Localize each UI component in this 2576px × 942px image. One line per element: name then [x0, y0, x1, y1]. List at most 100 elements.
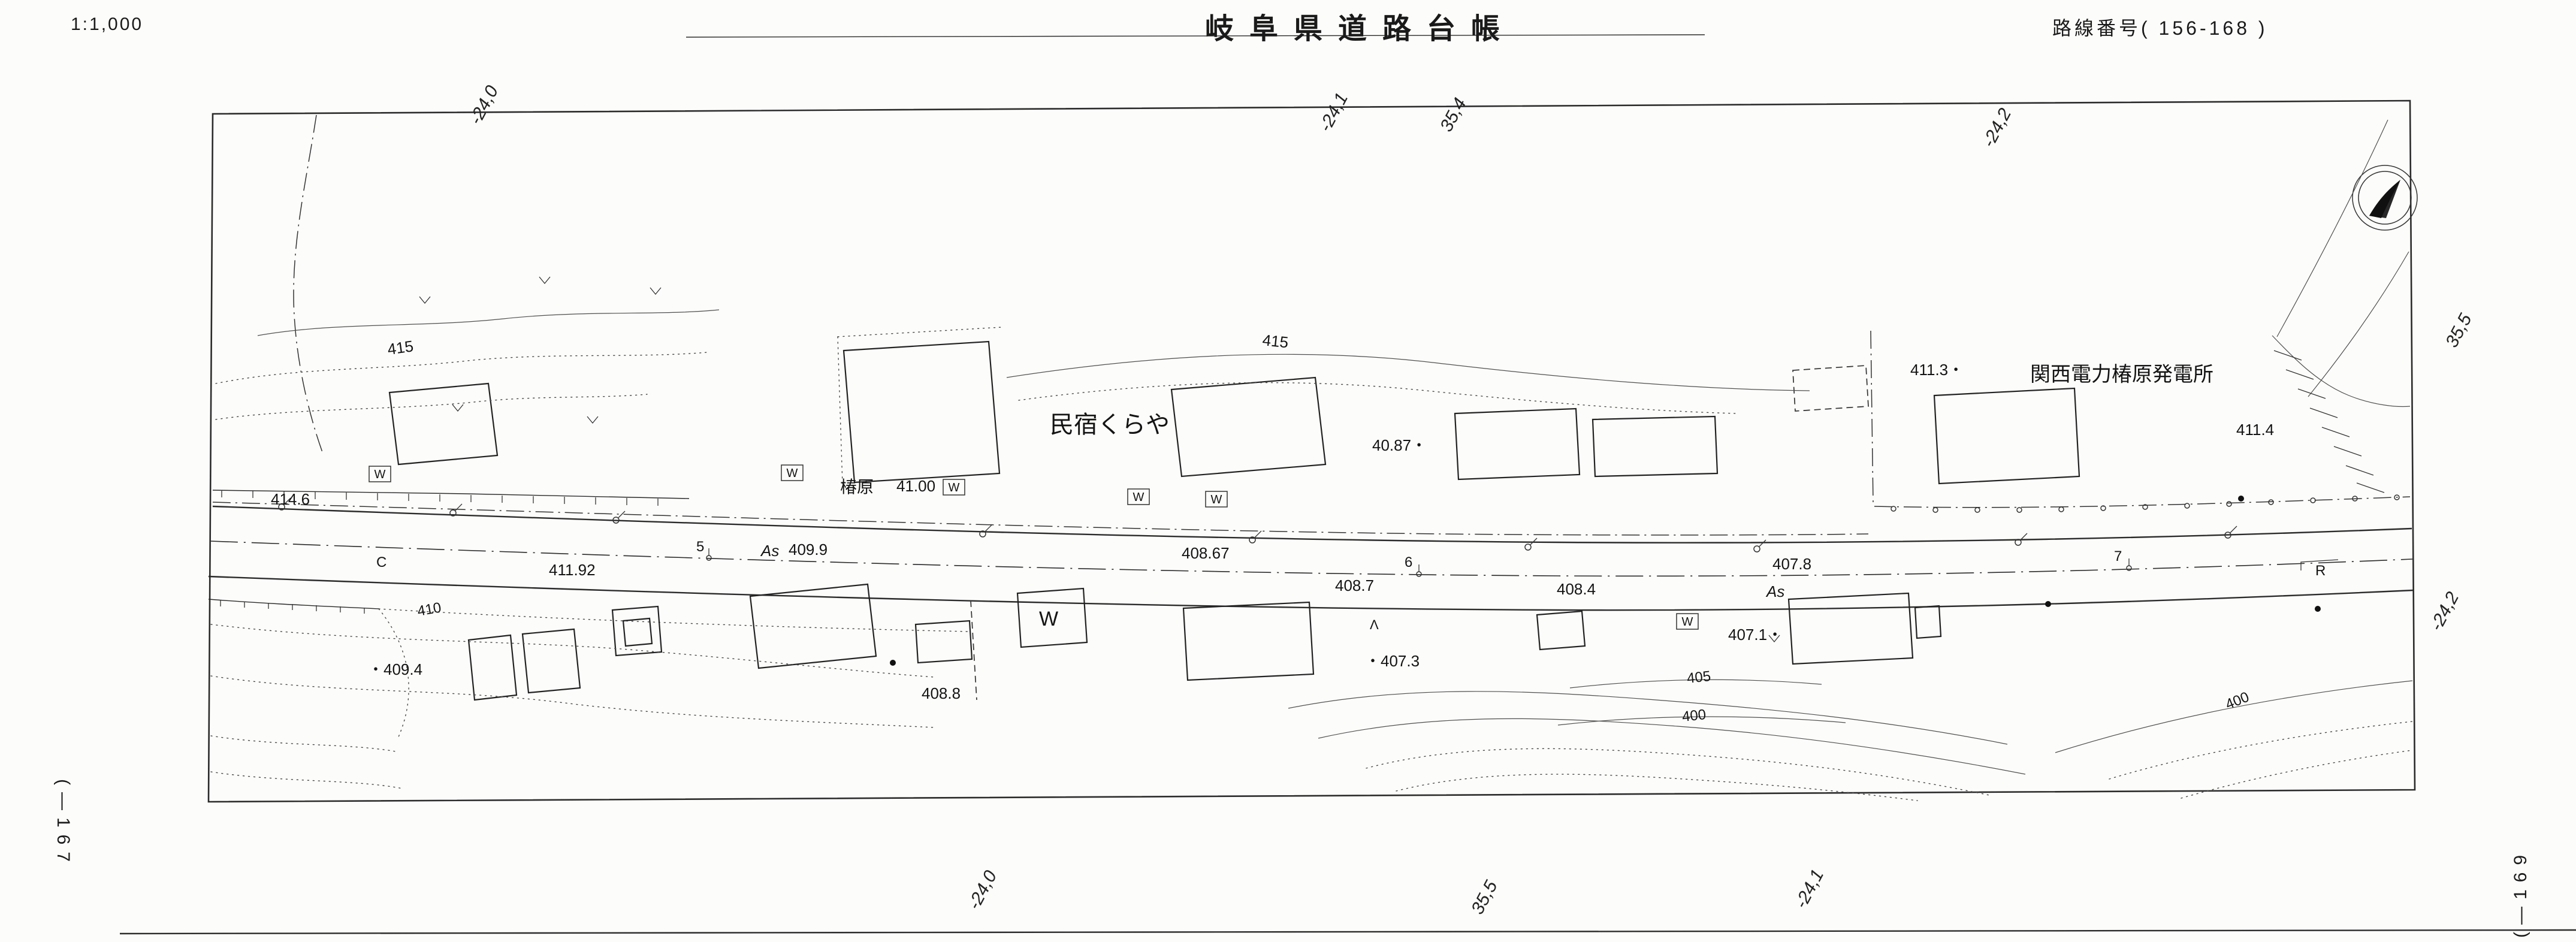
map-label: 411.3・ [1910, 361, 1964, 379]
chainage-label: -24,1 [1791, 866, 1828, 911]
lower-wall-line [208, 599, 379, 609]
building [1914, 605, 1942, 639]
building [611, 605, 663, 657]
map-label: As [760, 542, 779, 560]
map-label: 409.9 [789, 541, 828, 558]
retaining-wall-ticks [221, 490, 659, 506]
lower-wall-ticks [220, 600, 365, 614]
building [1454, 407, 1581, 481]
boundaries [293, 114, 1874, 739]
building [1787, 592, 1914, 665]
water-meter-label: W [1133, 491, 1144, 504]
map-label: R [2315, 563, 2326, 579]
building [388, 382, 499, 466]
parcel-boundary [293, 114, 324, 456]
map-label: ・407.3 [1365, 652, 1420, 670]
curve-bracket [2300, 559, 2339, 570]
adjacent-sheet-right-label: (—169 [2511, 847, 2530, 938]
chainage-label: 35,4 [1436, 95, 1470, 135]
building-dashed [1792, 365, 1869, 412]
map-label: 400 [2223, 689, 2251, 713]
map-labels: 415 415 民宿くらや 40.87・ 411.3・ 関西電力椿原発電所 411.4 椿原 4… [271, 331, 2326, 725]
road-centerline [210, 541, 2413, 577]
map-label: Λ [1370, 617, 1379, 632]
parcel-dotted [837, 327, 1002, 337]
map-label: 405 [1686, 668, 1712, 687]
building [1016, 587, 1088, 648]
road-boundary-line [212, 502, 1869, 536]
benchmark-dots [890, 496, 2321, 666]
map-label: 407.1・ [1728, 626, 1783, 644]
building [842, 340, 1001, 484]
chainage-label: 35,5 [1467, 877, 1502, 917]
fence-line [1874, 496, 2411, 508]
map-label: 41.00 [896, 477, 935, 495]
roadside-dotted-edge [378, 608, 971, 632]
road [208, 490, 2414, 666]
map-label: 40.87・ [1372, 436, 1427, 454]
chainage-label: -24,0 [466, 82, 502, 128]
chainage-label: -24,0 [964, 867, 1001, 913]
map-label: 民宿くらや [1050, 412, 1170, 438]
water-meter-symbols: W W W W W W [369, 464, 1699, 630]
map-label: 408.4 [1557, 580, 1596, 598]
map-label: 関西電力椿原発電所 [2030, 363, 2213, 386]
power-plant-boundary [1870, 330, 1874, 503]
chainage-label: -24,1 [1315, 89, 1352, 135]
map-label: W [1039, 608, 1058, 630]
map-label: 415 [1261, 331, 1289, 351]
water-meter-label: W [375, 468, 386, 481]
building [1182, 601, 1315, 681]
map-label: 410 [416, 599, 442, 620]
water-meter-label: W [787, 467, 798, 480]
map-label: 400 [1681, 707, 1707, 725]
building [622, 617, 653, 647]
parcel-dotted [378, 608, 409, 739]
utility-poles [278, 497, 2237, 552]
station-marks [706, 548, 2132, 577]
retaining-wall-line [212, 490, 690, 499]
building [1591, 415, 1719, 478]
map-label: 408.7 [1335, 576, 1374, 594]
north-arrow-icon [2352, 165, 2418, 231]
water-meter-box [943, 479, 965, 496]
map-label: 408.67 [1182, 544, 1230, 562]
map-label: 椿原 [840, 478, 874, 496]
water-meter-label: W [949, 481, 960, 494]
parcel-dotted [837, 336, 843, 485]
water-meter-box [369, 466, 391, 482]
parcel-dashed [970, 600, 977, 701]
page-title: 岐阜県道路台帳 [1204, 13, 1515, 45]
map-frame [207, 99, 2416, 803]
building-power-plant [1933, 387, 2080, 485]
water-meter-box [1127, 488, 1150, 505]
building [1536, 610, 1586, 651]
title-underline [685, 34, 1705, 38]
map-label: 415 [386, 337, 415, 358]
water-meter-box [1676, 613, 1699, 630]
map-label: ・409.4 [368, 660, 422, 678]
map-label: 408.8 [922, 684, 961, 702]
building [914, 620, 973, 664]
map-label: As [1765, 582, 1784, 600]
building [1170, 376, 1327, 478]
water-meter-label: W [1211, 493, 1222, 506]
map-label: C [376, 554, 386, 570]
building [521, 628, 581, 694]
contour-lines [210, 119, 2413, 801]
map-label: 411.92 [549, 561, 596, 579]
chainage-label: -24,2 [2426, 588, 2463, 634]
buildings [388, 340, 2080, 701]
sheet-bottom-line [119, 929, 2576, 935]
chainage-label: 35,5 [2442, 310, 2476, 351]
water-meter-box [781, 464, 804, 481]
map-label: 7 [2114, 548, 2122, 564]
map-label: 6 [1405, 554, 1412, 570]
road-top-edge [212, 505, 2412, 544]
scale-label: 1:1,000 [71, 14, 144, 34]
map-label: 407.8 [1772, 555, 1811, 573]
map-label: 411.4 [2236, 421, 2274, 439]
